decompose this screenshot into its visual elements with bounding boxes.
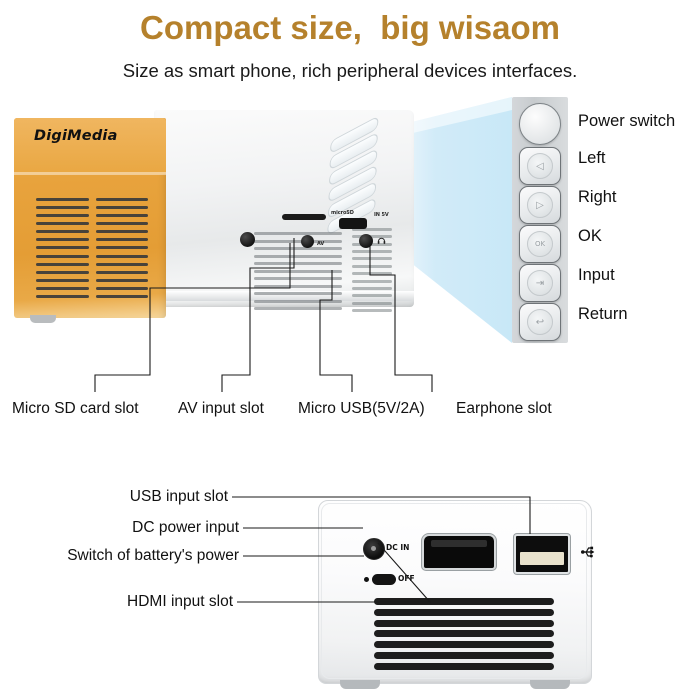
microsd-marking: microSD bbox=[331, 210, 354, 216]
focus-knob bbox=[240, 232, 255, 247]
callout-usb-input: USB input slot bbox=[129, 488, 228, 505]
left-button[interactable]: ◁ bbox=[519, 147, 561, 185]
callout-battery-switch: Switch of battery's power bbox=[67, 547, 239, 564]
callout-av-input: AV input slot bbox=[178, 400, 264, 417]
dc-in-marking: DC IN bbox=[386, 543, 410, 552]
usb-trident-icon bbox=[581, 546, 595, 558]
vent-column-left bbox=[36, 198, 89, 298]
return-button-label: Return bbox=[578, 305, 628, 323]
right-button[interactable]: ▷ bbox=[519, 186, 561, 224]
off-marking: OFF bbox=[398, 574, 415, 583]
hdmi-port bbox=[422, 534, 496, 570]
orange-top-face bbox=[14, 118, 166, 174]
power-in-marking: IN 5V bbox=[374, 212, 389, 218]
battery-power-switch[interactable] bbox=[364, 574, 396, 585]
ok-icon: OK bbox=[527, 231, 553, 257]
micro-usb-port bbox=[339, 218, 367, 229]
av-input-jack bbox=[301, 235, 314, 248]
callout-hdmi-input: HDMI input slot bbox=[127, 593, 233, 610]
orange-edge-highlight bbox=[14, 172, 166, 175]
bottom-projector-device: DC IN OFF bbox=[318, 500, 595, 690]
input-button-label: Input bbox=[578, 266, 615, 284]
earphone-jack bbox=[359, 234, 373, 248]
return-button[interactable]: ↩ bbox=[519, 303, 561, 341]
orange-vent-grid bbox=[36, 198, 148, 298]
right-arrow-icon: ▷ bbox=[527, 192, 553, 218]
white-body-vent-left bbox=[254, 232, 342, 310]
page-title: Compact size, big wisaom bbox=[140, 9, 560, 46]
brand-logo: DigiMedia bbox=[34, 128, 118, 144]
return-back-icon: ↩ bbox=[527, 309, 553, 335]
callout-dc-power: DC power input bbox=[132, 519, 239, 536]
top-projector-device: microSD AV IN 5V DigiMedia bbox=[14, 110, 414, 325]
power-switch-button[interactable] bbox=[519, 103, 561, 145]
dc-power-jack bbox=[363, 538, 385, 560]
left-arrow-icon: ◁ bbox=[527, 153, 553, 179]
av-marking: AV bbox=[317, 241, 325, 247]
ok-button[interactable]: OK bbox=[519, 225, 561, 263]
page-subtitle: Size as smart phone, rich peripheral dev… bbox=[122, 60, 578, 81]
power-switch-label: Power switch bbox=[578, 112, 676, 130]
usb-a-port bbox=[514, 534, 570, 574]
callout-micro-usb: Micro USB(5V/2A) bbox=[298, 400, 425, 417]
input-button[interactable]: ⇥ bbox=[519, 264, 561, 302]
callout-micro-sd: Micro SD card slot bbox=[12, 400, 139, 417]
callout-earphone: Earphone slot bbox=[456, 400, 552, 417]
vent-column-right bbox=[95, 198, 148, 298]
projector-orange-body: DigiMedia bbox=[14, 118, 166, 318]
headphone-icon bbox=[377, 237, 386, 244]
microsd-card-slot bbox=[282, 214, 326, 220]
left-button-label: Left bbox=[578, 149, 606, 167]
bottom-foot-right bbox=[530, 680, 570, 689]
projector-foot-left bbox=[30, 315, 56, 323]
right-button-label: Right bbox=[578, 188, 617, 206]
bottom-foot-left bbox=[340, 680, 380, 689]
ok-button-label: OK bbox=[578, 227, 602, 245]
bottom-device-vents bbox=[374, 598, 554, 670]
input-source-icon: ⇥ bbox=[527, 270, 553, 296]
